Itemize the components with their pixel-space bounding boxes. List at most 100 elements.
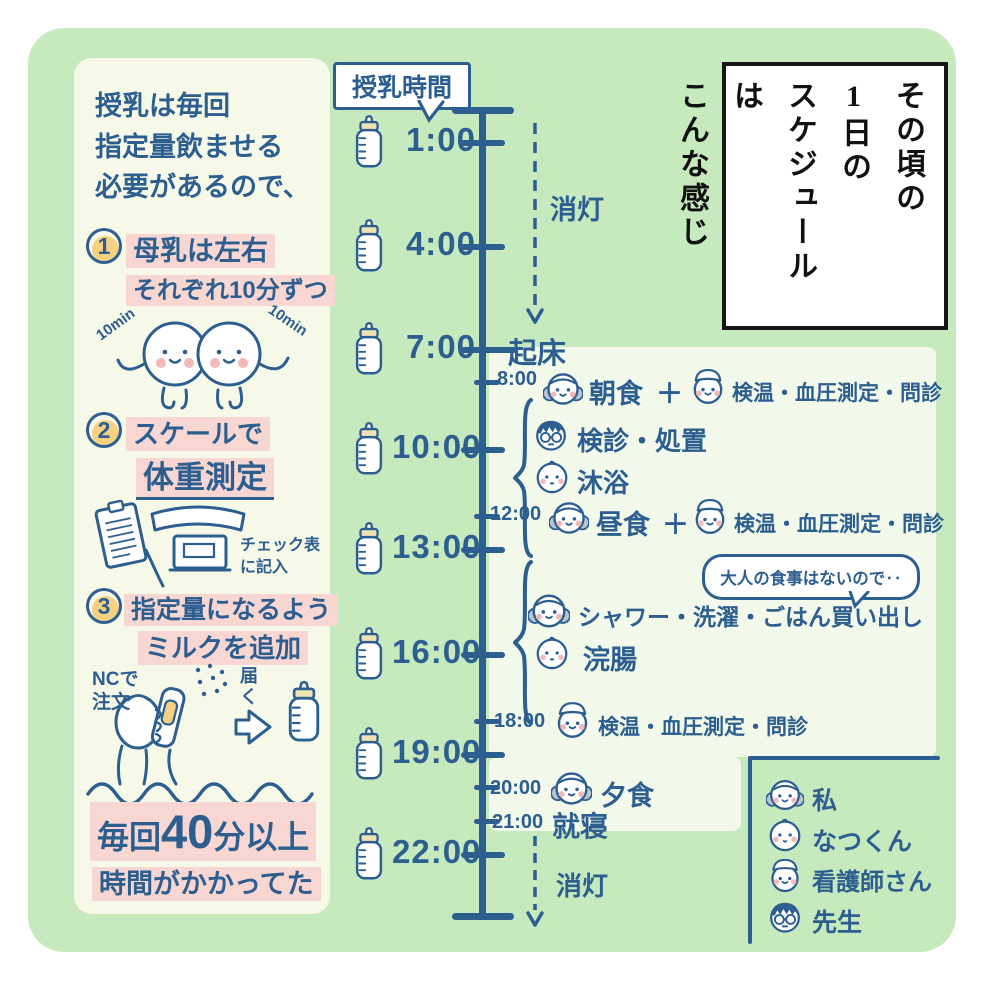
feed-time-6: 16:00 <box>392 633 482 670</box>
group-1-bath: 沐浴 <box>577 468 630 498</box>
baby-bottle-icon <box>350 218 388 274</box>
narration-line-2: 1日の <box>837 80 870 185</box>
step-1-line-2: それぞれ10分ずつ <box>126 270 335 306</box>
tick-4-00 <box>461 244 505 250</box>
narration-line-3: スケジュールは <box>729 80 816 284</box>
tick-10-00 <box>461 447 505 453</box>
tick-12-00 <box>474 514 500 519</box>
tick-13-00 <box>461 547 505 553</box>
intro-line-2: 指定量飲ませる <box>95 131 284 162</box>
feed-time-5: 13:00 <box>392 528 482 565</box>
tick-16-00 <box>461 652 505 658</box>
mom-icon <box>551 768 592 809</box>
nurse-icon <box>690 496 730 536</box>
legend-border-top <box>748 756 940 760</box>
check-sheet-note-1: チェック表 <box>240 537 321 554</box>
step-1-badge: 1 <box>86 228 122 264</box>
nurse-icon <box>552 699 593 740</box>
event-20-dinner: 夕食 <box>600 781 654 811</box>
todoku-label: 届く <box>240 666 258 707</box>
step-3-line-1: 指定量になるよう <box>124 590 339 626</box>
footer-1-number: 40 <box>161 805 214 858</box>
wake-up-label: 起床 <box>508 338 567 370</box>
nurse-icon <box>688 366 728 406</box>
event-8-meal: 朝食 <box>589 379 643 409</box>
baby-bottle-icon <box>350 114 388 170</box>
narration-box: その頃の 1日の スケジュールは こんな感じ <box>675 62 948 330</box>
lights-out-top-label: 消灯 <box>550 195 604 225</box>
plus-sign: ＋ <box>656 379 683 409</box>
group-2-chores: シャワー・洗濯・ごはん買い出し <box>578 604 923 630</box>
twin-breasts-illustration <box>116 321 290 410</box>
label-tail <box>417 100 445 123</box>
step-1-line-1: 母乳は左右 <box>126 229 275 268</box>
baby-scale-illustration <box>94 499 246 588</box>
check-sheet-note-2: に記入 <box>240 559 289 576</box>
step-3-line-2: ミルクを追加 <box>138 628 309 665</box>
group-brace-1 <box>513 398 533 558</box>
timeline-bottom-cap <box>452 913 514 920</box>
schedule-backdrop-upper <box>489 347 936 757</box>
legend-nurse: 看護師さん <box>812 869 932 896</box>
mom-icon <box>528 590 570 632</box>
tick-22-00 <box>461 852 505 858</box>
tick-7-00 <box>461 347 517 353</box>
group-2-enema: 浣腸 <box>583 645 637 675</box>
footer-1b: 分以上 <box>213 819 310 855</box>
mom-icon <box>549 498 589 538</box>
baby-icon <box>533 634 571 672</box>
timeline-top-cap <box>452 107 514 114</box>
feed-time-2: 4:00 <box>405 225 476 262</box>
group-brace-2 <box>513 560 533 725</box>
lights-out-arrow-top <box>526 123 544 324</box>
feed-time-8: 22:00 <box>392 833 482 870</box>
doctor-icon <box>766 897 804 935</box>
step-2-line-2: 体重測定 <box>136 452 274 500</box>
baby-icon <box>766 816 804 854</box>
nurse-icon <box>766 856 804 894</box>
footer-1a: 毎回 <box>97 819 162 855</box>
narration-line-4: こんな感じ <box>675 80 708 250</box>
baby-icon <box>533 458 571 496</box>
adult-meal-note-bubble: 大人の食事はないので‥ <box>702 554 920 600</box>
group-1-exam: 検診・処置 <box>577 426 708 456</box>
baby-bottle-icon <box>350 726 388 782</box>
mom-icon <box>543 369 583 409</box>
wave-divider <box>86 782 314 804</box>
event-21-sleep: 就寝 <box>552 811 609 842</box>
feed-time-7: 19:00 <box>392 733 482 770</box>
event-8-time: 8:00 <box>497 368 538 390</box>
baby-bottle-icon <box>350 421 388 477</box>
feed-time-3: 7:00 <box>405 328 476 365</box>
baby-bottle-icon <box>350 321 388 377</box>
intro-line-1: 授乳は毎回 <box>95 91 230 121</box>
event-12-meal: 昼食 <box>596 510 650 540</box>
nc-order-label-1: NCで <box>92 669 139 690</box>
event-20-time: 20:00 <box>490 777 542 799</box>
narration-line-1: その頃の <box>891 80 924 216</box>
lights-out-arrow-bottom <box>526 836 544 927</box>
bubble-tail <box>848 591 870 609</box>
step-3-badge: 3 <box>86 588 122 624</box>
tick-8-00 <box>474 380 500 385</box>
legend-border-left <box>748 756 752 944</box>
event-18-checks: 検温・血圧測定・問診 <box>598 716 808 739</box>
feed-time-1: 1:00 <box>405 121 476 158</box>
feeding-time-label: 授乳時間 <box>333 62 471 110</box>
plus-sign: ＋ <box>662 510 689 540</box>
tick-18-00 <box>474 719 500 724</box>
intro-line-3: 必要があるので、 <box>95 172 310 202</box>
legend-me: 私 <box>812 787 838 815</box>
lights-out-bottom-label: 消灯 <box>556 871 609 901</box>
baby-bottle-icon <box>350 826 388 882</box>
step-2-line-1: スケールで <box>126 414 271 451</box>
schedule-backdrop-lower <box>489 757 741 831</box>
event-8-checks: 検温・血圧測定・問診 <box>732 382 942 405</box>
footer-line-1: 毎回 40 分以上 <box>90 802 317 861</box>
tick-19-00 <box>461 752 505 758</box>
intro-note: 授乳は毎回 指定量飲ませる 必要があるので、 <box>95 86 310 208</box>
tick-21-00 <box>474 819 500 824</box>
event-18-time: 18:00 <box>494 710 546 732</box>
event-21-time: 21:00 <box>492 811 544 833</box>
